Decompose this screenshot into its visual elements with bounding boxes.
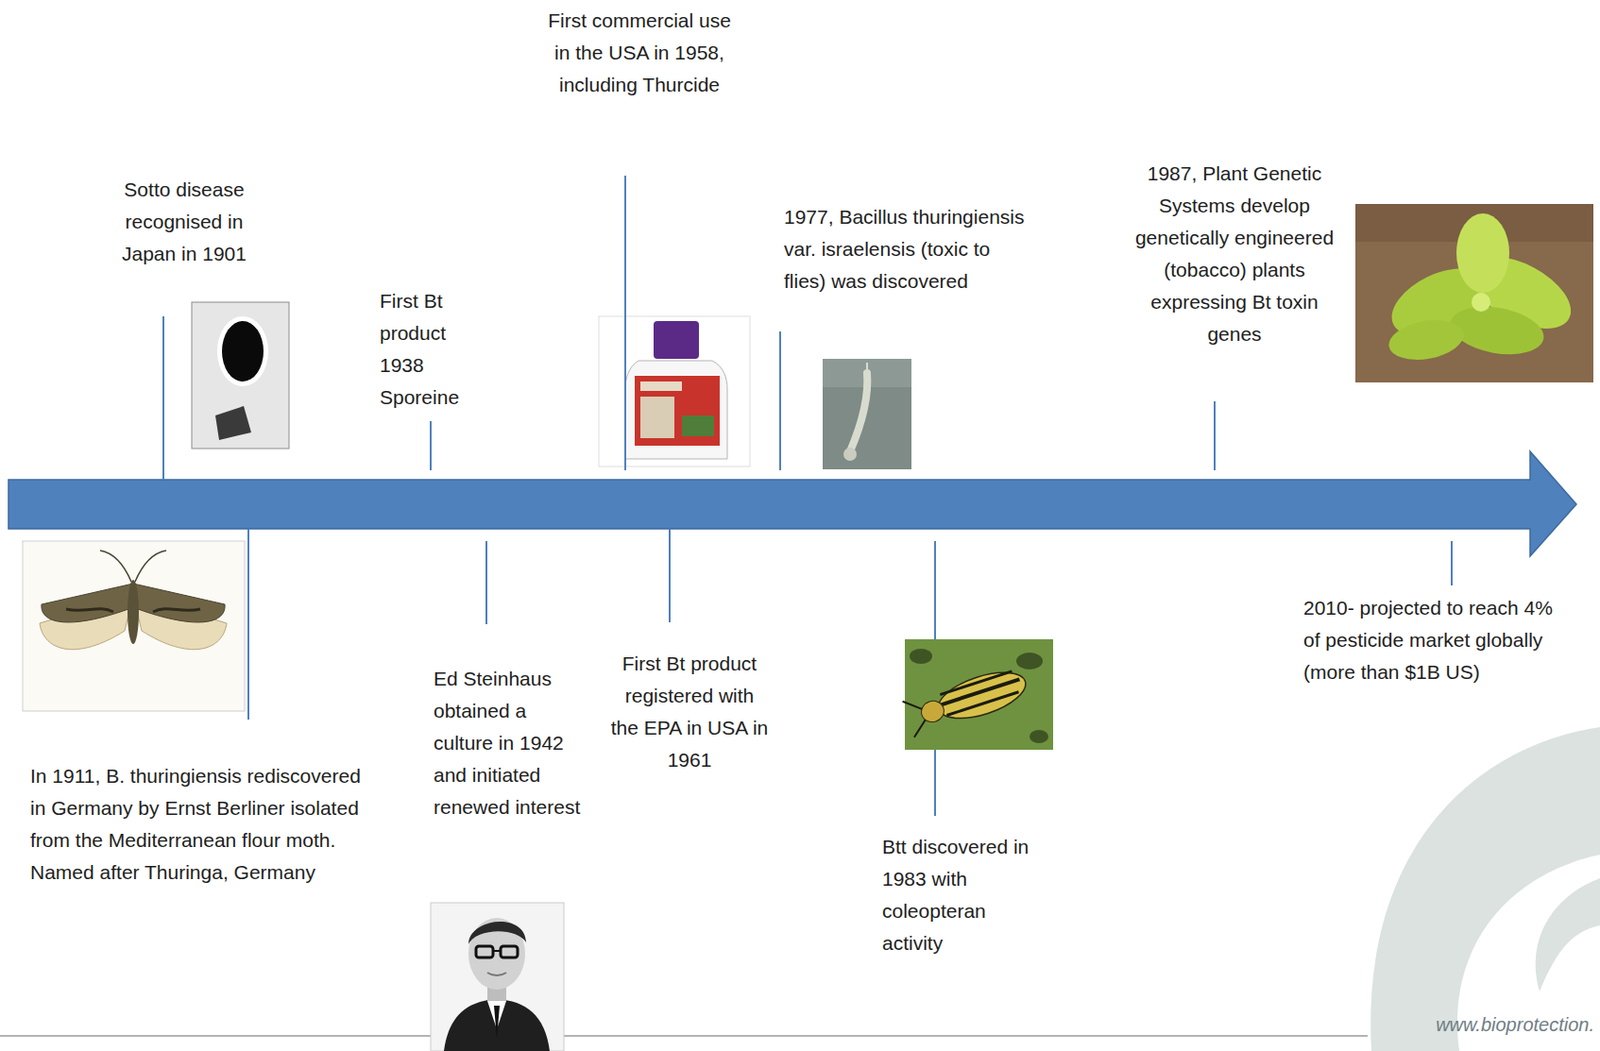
timeline-note: 2010- projected to reach 4% of pesticide… <box>1303 592 1564 689</box>
leader-line <box>624 175 627 471</box>
larva-picture <box>822 358 912 470</box>
plant-picture <box>1355 204 1594 383</box>
timeline-note: 1987, Plant Genetic Systems develop gene… <box>1121 157 1348 351</box>
timeline-note: First commercial use in the USA in 1958,… <box>538 4 742 102</box>
leader-line <box>429 421 432 471</box>
beetle-picture <box>902 639 1054 750</box>
leader-line <box>668 528 671 623</box>
bottle-picture <box>598 316 750 467</box>
decor-swirl <box>1535 878 1600 992</box>
timeline-note: Btt discovered in 1983 with coleopteran … <box>882 831 1043 960</box>
leader-line <box>1213 401 1216 471</box>
timeline-note: Sotto disease recognised in Japan in 190… <box>103 173 265 271</box>
timeline-note: In 1911, B. thuringiensis rediscovered i… <box>30 760 371 889</box>
footer-rule <box>0 1035 1368 1038</box>
portrait-picture <box>430 902 564 1051</box>
leader-line <box>162 316 165 480</box>
timeline-note: Ed Steinhaus obtained a culture in 1942 … <box>433 663 585 824</box>
leader-line <box>485 541 488 625</box>
timeline-arrow <box>8 451 1577 557</box>
watermark: www.bioprotection. <box>1435 1013 1595 1037</box>
moth-picture <box>22 541 245 712</box>
leader-line <box>247 528 250 720</box>
timeline-note: First Bt product 1938 Sporeine <box>379 285 492 414</box>
decor-swirl <box>1370 727 1600 1051</box>
leader-line <box>779 331 782 471</box>
micrograph-picture <box>191 302 290 449</box>
timeline-note: 1977, Bacillus thuringiensis var. israel… <box>783 201 1025 298</box>
timeline-note: First Bt product registered with the EPA… <box>609 647 770 777</box>
leader-line <box>1450 541 1453 586</box>
